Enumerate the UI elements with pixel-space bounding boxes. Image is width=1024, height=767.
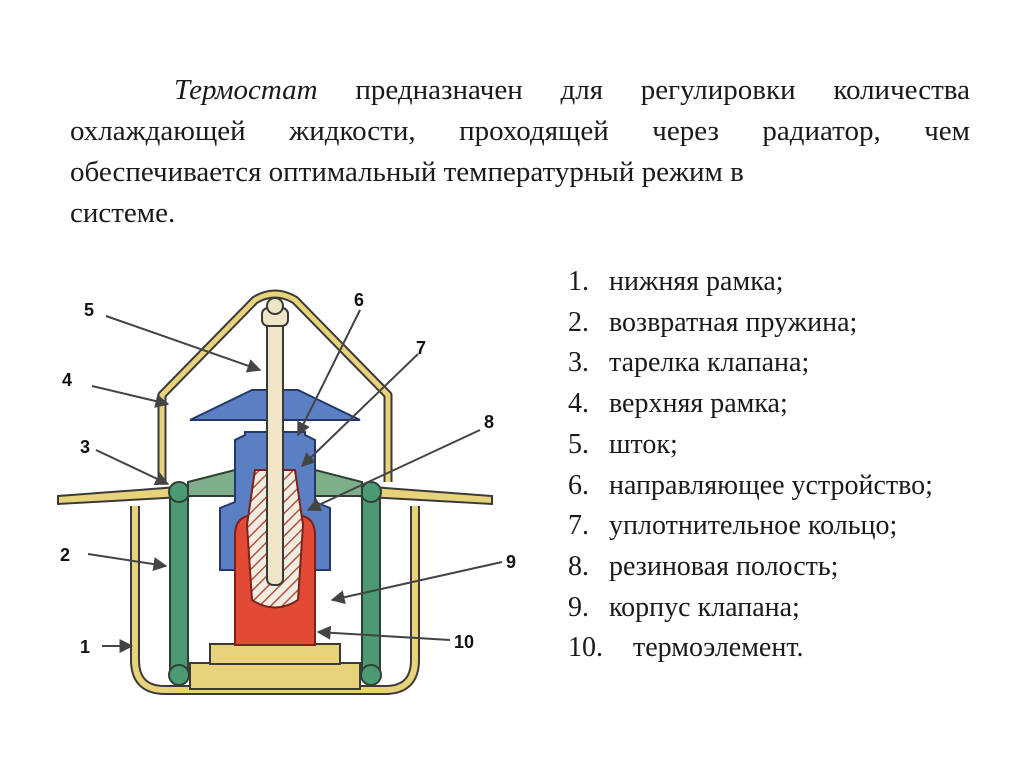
legend-item: 10. термоэлемент. — [568, 628, 1008, 669]
callout-6: 6 — [354, 290, 364, 310]
legend-number: 4. — [568, 388, 589, 420]
callout-5: 5 — [84, 300, 94, 320]
legend-label: термоэлемент. — [633, 632, 804, 664]
legend-label: шток; — [609, 428, 678, 460]
legend-number: 5. — [568, 428, 589, 460]
stem-tip — [266, 297, 284, 315]
legend-label: верхняя рамка; — [609, 388, 788, 420]
callout-10: 10 — [454, 632, 474, 652]
base-block-top — [209, 643, 341, 665]
legend-label: уплотнительное кольцо; — [609, 510, 898, 542]
leader-5 — [105, 315, 262, 373]
legend-number: 2. — [568, 306, 589, 338]
callout-2: 2 — [60, 545, 70, 565]
intro-term: Термостат — [174, 74, 318, 106]
callout-8: 8 — [484, 412, 494, 432]
callout-leaders — [87, 309, 503, 653]
stem — [266, 319, 284, 586]
legend-item: 3. тарелка клапана; — [568, 343, 1008, 384]
callout-4: 4 — [62, 370, 72, 390]
leader-6 — [297, 309, 361, 437]
intro-paragraph: Термостат предназначен для регулировки к… — [70, 70, 970, 234]
legend-item: 1. нижняя рамка; — [568, 262, 1008, 303]
leader-9 — [330, 561, 503, 605]
callout-7: 7 — [416, 338, 426, 358]
intro-last-line: системе. — [70, 197, 176, 229]
legend-label: направляющее устройство; — [609, 469, 933, 501]
legend-number: 6. — [568, 469, 589, 501]
leader-2 — [87, 553, 168, 572]
legend-item: 7. уплотнительное кольцо; — [568, 506, 1008, 547]
leader-10 — [316, 625, 451, 641]
base-block — [189, 662, 361, 690]
legend-label: нижняя рамка; — [609, 266, 784, 297]
legend-item: 5. шток; — [568, 425, 1008, 466]
legend-number: 8. — [568, 550, 589, 582]
legend-item: 8. резиновая полость; — [568, 547, 1008, 588]
callout-9: 9 — [506, 552, 516, 572]
legend-item: 9. корпус клапана; — [568, 588, 1008, 629]
callout-1: 1 — [80, 637, 90, 657]
parts-legend: 1. нижняя рамка; 2. возвратная пружина; … — [568, 262, 1008, 669]
legend-number: 3. — [568, 347, 589, 379]
legend-number: 10. — [568, 632, 603, 664]
legend-label: корпус клапана; — [609, 591, 800, 623]
legend-item: 2. возвратная пружина; — [568, 303, 1008, 344]
legend-number: 7. — [568, 510, 589, 542]
return-spring — [168, 481, 382, 686]
leader-3 — [95, 449, 170, 485]
legend-item: 6. направляющее устройство; — [568, 466, 1008, 507]
callout-3: 3 — [80, 437, 90, 457]
legend-number: 9. — [568, 591, 589, 623]
legend-number: 1. — [568, 266, 589, 297]
legend-item: 4. верхняя рамка; — [568, 384, 1008, 425]
leader-4 — [91, 385, 170, 408]
legend-label: резиновая полость; — [609, 550, 839, 582]
upper-frame-fill — [159, 291, 391, 482]
legend-label: возвратная пружина; — [609, 306, 858, 338]
thermostat-diagram: 1 2 3 4 5 6 7 8 9 10 — [57, 289, 516, 695]
legend-label: тарелка клапана; — [609, 347, 810, 379]
leader-8 — [306, 429, 481, 512]
leader-7 — [300, 353, 419, 467]
intro-text: предназначен для регулировки количества … — [70, 74, 970, 188]
